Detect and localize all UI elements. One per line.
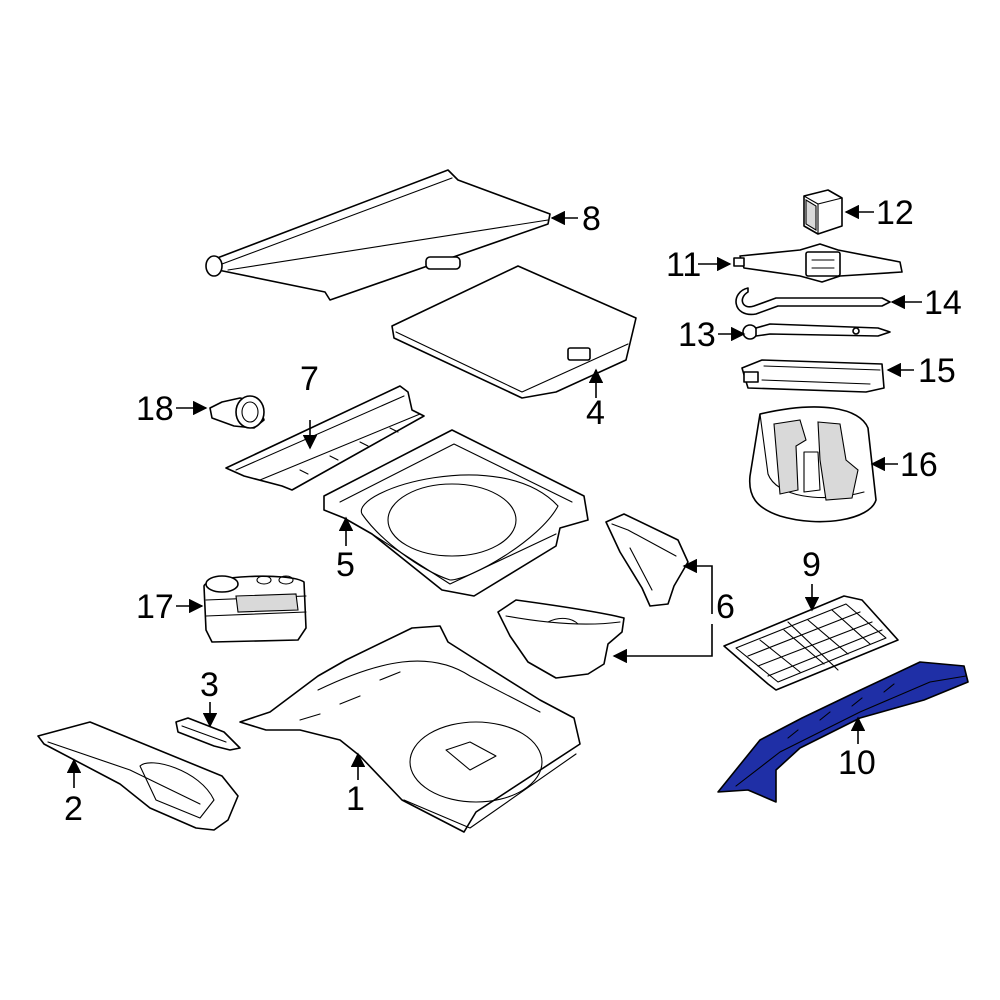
part-1-floor-pan[interactable]	[239, 625, 581, 833]
part-13-lug-wrench[interactable]	[742, 323, 891, 340]
part-17-air-compressor[interactable]	[203, 575, 307, 643]
callout-11: 11	[666, 246, 701, 284]
part-7-trim-panel[interactable]	[225, 385, 425, 491]
leader-lines	[66, 204, 922, 788]
callout-2: 2	[64, 790, 83, 828]
part-9-cargo-net[interactable]	[723, 595, 899, 691]
callout-13: 13	[678, 316, 716, 354]
part-14-jack-handle[interactable]	[735, 287, 891, 316]
part-15-tool-holder[interactable]	[741, 359, 885, 393]
callout-17: 17	[136, 588, 174, 626]
leader-6a	[682, 558, 713, 614]
part-3-bracket[interactable]	[175, 717, 241, 751]
part-2-side-trim[interactable]	[37, 721, 239, 831]
part-16-foam-organizer[interactable]	[748, 406, 877, 523]
callout-4: 4	[586, 394, 605, 432]
leader-6b	[612, 624, 713, 664]
callout-12: 12	[876, 194, 914, 232]
part-6-storage-bins[interactable]	[497, 513, 689, 679]
callout-14: 14	[924, 284, 962, 322]
part-18-cap[interactable]	[209, 395, 265, 429]
part-5-storage-tub[interactable]	[323, 429, 589, 597]
part-12-jack-block[interactable]	[803, 189, 843, 235]
part-8-cargo-cover[interactable]	[205, 169, 551, 301]
part-10-sill-plate-highlighted[interactable]	[717, 661, 969, 803]
callout-9: 9	[802, 546, 821, 584]
callout-8: 8	[582, 200, 601, 238]
callout-5: 5	[336, 546, 355, 584]
callout-3: 3	[200, 666, 219, 704]
callout-10: 10	[838, 744, 876, 782]
callout-6: 6	[716, 588, 735, 626]
callout-1: 1	[346, 780, 365, 818]
callout-16: 16	[900, 446, 938, 484]
callout-15: 15	[918, 352, 956, 390]
callout-numbers: 8 4 12 11 14 13 15 16 18 7 5 6 9 10 17 3…	[64, 194, 962, 828]
part-4-load-floor[interactable]	[391, 265, 637, 399]
callout-7: 7	[300, 360, 319, 398]
part-11-scissor-jack[interactable]	[733, 243, 903, 283]
callout-18: 18	[136, 390, 174, 428]
